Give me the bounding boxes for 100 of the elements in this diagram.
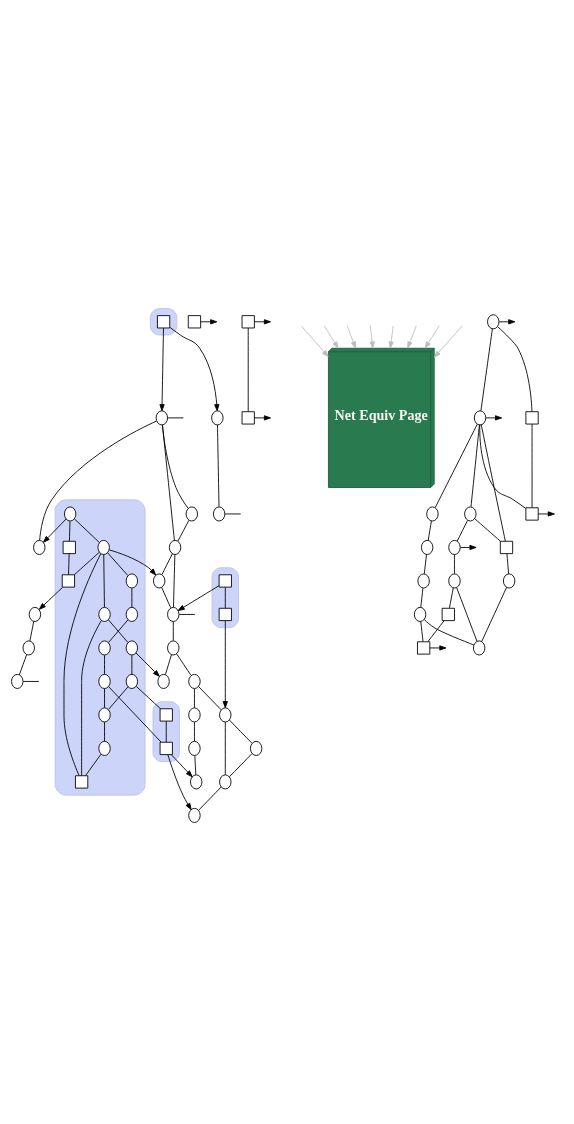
arrow: [429, 645, 447, 651]
node-box: [218, 607, 232, 622]
node-box: [218, 574, 232, 588]
node-box: [159, 741, 173, 756]
node-circle: [473, 410, 487, 426]
connector: [108, 686, 129, 710]
cluster: [54, 499, 146, 796]
connector: [176, 653, 192, 676]
node-circle: [125, 673, 139, 689]
connector: [104, 721, 105, 742]
node-circle: [157, 673, 170, 689]
node-circle: [413, 606, 427, 622]
arrow: [346, 325, 356, 349]
connector: [497, 326, 533, 413]
connector: [69, 520, 71, 542]
node-circle: [98, 640, 111, 656]
connector: [172, 621, 174, 642]
connector: [162, 424, 175, 541]
arrow: [300, 325, 329, 357]
connector: [247, 327, 249, 412]
connector: [456, 587, 478, 642]
cluster: [211, 567, 239, 629]
connector: [229, 753, 253, 778]
arrow: [200, 319, 218, 325]
node-circle: [211, 410, 224, 426]
connector: [161, 586, 172, 609]
arrow: [169, 327, 220, 412]
connector: [135, 686, 161, 710]
node-circle: [426, 506, 439, 522]
arrow: [485, 415, 503, 421]
node-box: [525, 411, 539, 425]
connector: [81, 620, 102, 777]
connector: [480, 328, 493, 412]
node-circle: [219, 774, 232, 790]
connector: [103, 554, 105, 608]
connector: [481, 586, 507, 642]
node-circle: [188, 740, 201, 756]
connector: [474, 518, 501, 542]
node-circle: [188, 707, 201, 723]
connector: [423, 554, 427, 575]
arrow: [171, 754, 193, 778]
node-circle: [448, 539, 461, 555]
connector: [198, 786, 222, 811]
node-circle: [185, 506, 198, 522]
connector: [434, 423, 478, 509]
node-circle: [190, 774, 203, 790]
connector: [420, 587, 424, 608]
node-circle: [98, 740, 111, 756]
node-circle: [153, 573, 166, 589]
node-box: [159, 708, 173, 722]
connector: [228, 719, 253, 744]
node-circle: [448, 573, 461, 589]
connector: [39, 420, 157, 541]
connector: [161, 553, 173, 576]
arrow: [253, 319, 271, 325]
arrow: [407, 325, 417, 349]
arrow: [135, 652, 160, 677]
connector: [217, 424, 220, 508]
cluster: [152, 701, 180, 763]
node-circle: [473, 640, 486, 656]
connector: [427, 620, 445, 643]
connector: [73, 551, 100, 576]
connector: [448, 587, 454, 609]
connector: [427, 520, 432, 541]
arrow: [424, 325, 440, 349]
arrow: [177, 585, 220, 612]
connector: [104, 654, 105, 675]
node-box: [241, 315, 255, 329]
connector: [173, 554, 176, 608]
node-box: [61, 574, 75, 588]
connector: [480, 424, 506, 542]
arrow: [433, 325, 463, 358]
node-circle: [188, 807, 201, 823]
arrow: [460, 544, 477, 551]
node-circle: [464, 506, 477, 522]
node-circle: [250, 740, 263, 756]
connector: [420, 621, 424, 642]
node-circle: [212, 506, 226, 522]
node-circle: [125, 640, 139, 656]
node-circle: [168, 539, 182, 555]
node-circle: [97, 539, 110, 555]
node-circle: [219, 707, 232, 723]
cluster: [149, 308, 178, 336]
connector: [479, 424, 527, 509]
node-box: [187, 315, 202, 329]
connector: [224, 586, 226, 609]
arrow: [108, 549, 157, 576]
node-circle: [502, 573, 516, 589]
node-circle: [167, 640, 180, 656]
connector: [454, 554, 455, 575]
node-box: [525, 507, 539, 521]
node-box: [441, 607, 455, 622]
connector: [194, 755, 197, 776]
node-circle: [417, 573, 430, 589]
connector: [456, 519, 468, 542]
node-box: [62, 540, 76, 555]
connector: [423, 619, 475, 646]
node-circle: [22, 640, 35, 656]
connector: [22, 681, 40, 682]
arrow: [537, 511, 555, 517]
